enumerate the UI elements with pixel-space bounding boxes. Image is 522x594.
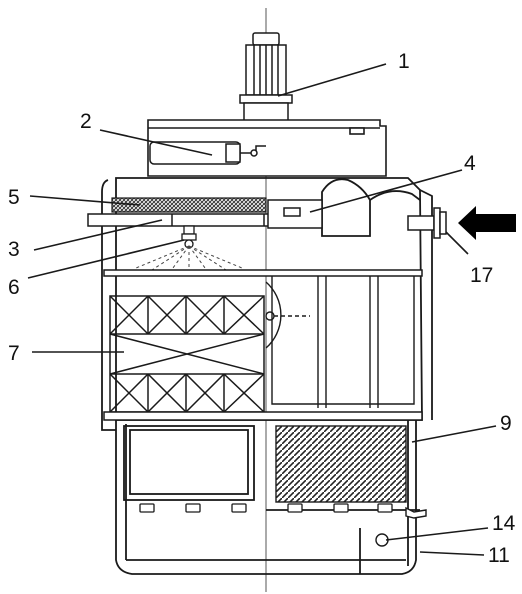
right-frame — [265, 276, 415, 408]
callout-5: 5 — [8, 186, 20, 209]
outlet-valve — [375, 506, 427, 547]
drift-eliminator — [111, 197, 267, 213]
upper-unit — [149, 141, 266, 165]
callout-17: 17 — [470, 264, 493, 287]
inlet-pipe — [267, 199, 323, 229]
callout-14: 14 — [492, 512, 516, 535]
inlet-arrow — [458, 206, 516, 240]
fill-pack — [109, 295, 265, 413]
motor — [239, 32, 293, 134]
callout-9: 9 — [500, 412, 512, 435]
water-inlet — [407, 207, 447, 239]
callout-2: 2 — [80, 110, 92, 133]
callout-3: 3 — [8, 238, 20, 261]
air-inlet-louver — [275, 425, 407, 503]
lower-beam — [103, 411, 423, 421]
callout-7: 7 — [8, 342, 20, 365]
callout-11: 11 — [488, 544, 510, 567]
callout-1: 1 — [398, 50, 410, 73]
callout-4: 4 — [464, 152, 476, 175]
spray-fan — [135, 245, 243, 273]
basin-slots — [139, 503, 393, 513]
callout-6: 6 — [8, 276, 20, 299]
leader-lines — [27, 63, 497, 556]
distribution-beam — [103, 269, 423, 277]
nozzle — [181, 225, 197, 249]
